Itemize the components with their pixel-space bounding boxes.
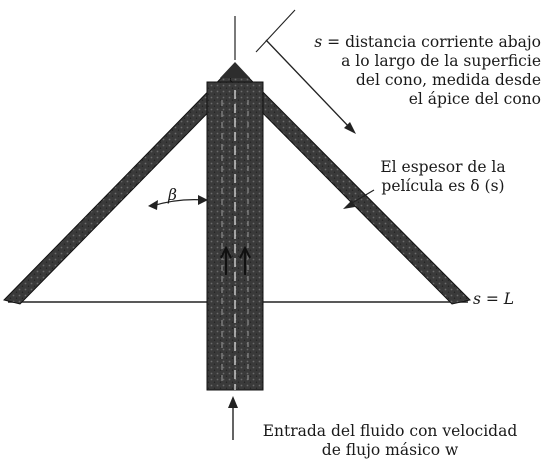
s-direction-line <box>255 9 296 53</box>
film-thickness-label: El espesor de la película es δ (s) <box>380 158 506 195</box>
beta-angle-label: β <box>168 186 177 204</box>
s-direction-arrow <box>265 39 351 129</box>
s-arrow-head <box>344 122 356 134</box>
beta-arrow-right <box>198 195 208 205</box>
fluid-inlet-label: Entrada del fluido con velocidad de fluj… <box>262 422 518 459</box>
beta-arc <box>151 199 206 207</box>
thickness-arrow-head <box>343 200 355 209</box>
beta-arrow-left <box>148 200 158 210</box>
flow-arrow <box>220 245 232 275</box>
s-definition-label: s = distancia corriente abajo a lo largo… <box>314 33 541 108</box>
flow-arrow <box>239 245 251 275</box>
inlet-arrow-head <box>228 396 238 408</box>
cone-apex <box>220 62 250 78</box>
left-film <box>3 63 241 305</box>
s-equals-l-label: s = L <box>473 290 515 308</box>
s-symbol: s <box>314 33 323 51</box>
